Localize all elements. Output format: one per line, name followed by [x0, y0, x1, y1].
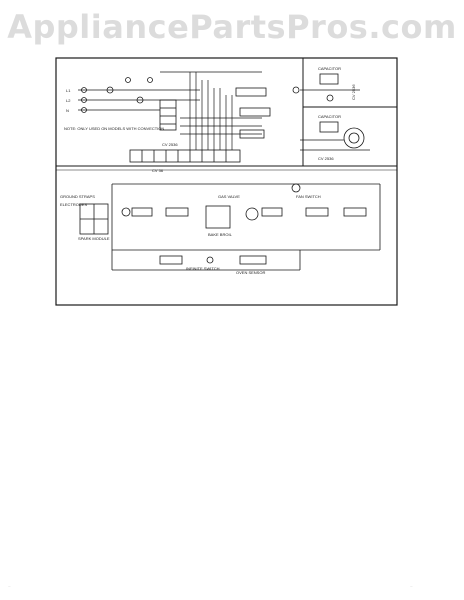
label-electrodes: ELECTRODES	[60, 202, 87, 207]
label-infinite-switch: INFINITE SWITCH	[186, 266, 220, 271]
label-oven-sensor: OVEN SENSOR	[236, 270, 265, 275]
label-capacitor-mid: CAPACITOR	[318, 114, 341, 119]
label-capacitor-top: CAPACITOR	[318, 66, 341, 71]
wire-bundle	[160, 71, 262, 150]
footer-left-text: ...	[8, 584, 11, 588]
label-ground-straps: GROUND STRAPS	[60, 194, 95, 199]
lower-circuit	[111, 183, 381, 271]
label-gas-valve: GAS VALVE	[218, 194, 240, 199]
terminal-strip	[129, 149, 241, 163]
label-n: N	[66, 108, 69, 113]
label-cv2536-right: CV 2536	[351, 84, 356, 100]
footer-right-text: ...	[410, 584, 413, 588]
diagram-frame	[55, 57, 398, 306]
motor-section	[300, 121, 370, 151]
switch-block	[159, 87, 271, 139]
spark-module	[79, 203, 109, 235]
label-note: NOTE: ONLY USED ON MODELS WITH CONVECTIO…	[64, 126, 164, 131]
label-spark-module: SPARK MODULE	[78, 236, 110, 241]
label-l2: L2	[66, 98, 71, 103]
watermark-logo: AppliancePartsPros.com	[7, 8, 457, 46]
lower-components	[121, 183, 367, 265]
label-cv2536-top: CV 2536	[162, 142, 178, 147]
label-cv2536-mid: CV 2536	[318, 156, 334, 161]
capacitor-section	[292, 73, 360, 102]
power-inputs	[78, 77, 200, 113]
label-cv36: CV 36	[152, 168, 164, 173]
label-l1: L1	[66, 88, 71, 93]
label-fan-switch: FAN SWITCH	[296, 194, 321, 199]
label-bake-broil: BAKE BROIL	[208, 232, 233, 237]
